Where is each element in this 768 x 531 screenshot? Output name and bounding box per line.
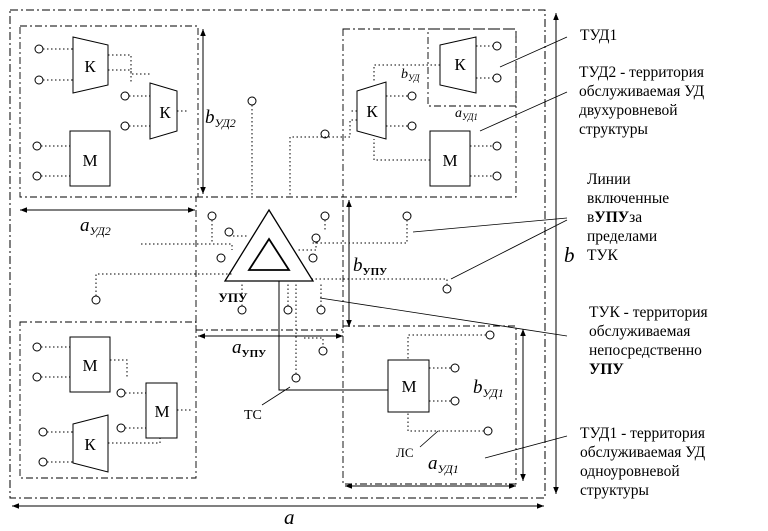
k-label-mid-right: К <box>366 102 378 121</box>
dim-label-a-total: a <box>284 505 295 529</box>
ts-leader <box>261 386 291 406</box>
note-tud2-line4: структуры <box>579 121 648 138</box>
switch-m-bottom-left-2 <box>145 382 178 439</box>
note-lines-line1: Линии <box>587 171 631 188</box>
concentrator-k-mid-right <box>356 81 387 140</box>
note-tud1-bottom: ТУД1 - территория обслуживаемая УД одноу… <box>580 424 705 500</box>
note-lines-line4: пределами <box>587 228 658 245</box>
dim-label-b-ud1: bУД1 <box>473 377 504 400</box>
concentrator-k-top-left <box>72 36 109 94</box>
outer-territory-border <box>9 9 546 499</box>
note-tuk: ТУК - территория обслуживаемая непосредс… <box>589 303 708 379</box>
ts-label: ТС <box>244 408 262 423</box>
note-leaders <box>319 36 568 459</box>
ls-label: ЛС <box>396 445 414 460</box>
note-lines-line3: вУПУза <box>587 208 669 227</box>
m-label-bottom-left-1: М <box>82 356 97 375</box>
tud2-left-border <box>19 25 199 198</box>
note-tud2-line2: обслуживаемая УД <box>579 83 705 100</box>
ls-leader <box>419 430 439 448</box>
tud1-bottom-right-group <box>387 330 495 436</box>
note-tud1b-line2: обслуживаемая УД <box>580 444 706 461</box>
m-label-top-left: М <box>82 151 97 170</box>
k-label-top-left: К <box>84 57 96 76</box>
tud2-right-group <box>247 36 502 197</box>
note-tud2: ТУД2 - территория обслуживаемая УД двуху… <box>579 63 704 139</box>
switch-m-top-right <box>429 130 471 187</box>
dim-label-b-ud2: bУД2 <box>205 107 236 130</box>
dim-label-a-ud1-small: aУД1 <box>455 106 478 122</box>
switch-m-bottom-right <box>387 359 430 413</box>
note-lines-line2: включенные <box>587 190 670 207</box>
k-label-top-right: К <box>454 55 466 74</box>
switch-m-top-left <box>69 130 111 187</box>
note-lines-prefix: в <box>587 209 595 226</box>
note-tuk-line3: непосредственно <box>589 342 702 359</box>
note-tuk-line2: обслуживаемая <box>589 323 691 340</box>
m-label-top-right: М <box>442 151 457 170</box>
k-label-mid-left: К <box>159 103 171 122</box>
tuk-group <box>91 208 452 391</box>
k-label-bottom-left: К <box>84 435 96 454</box>
m-label-bottom-left-2: М <box>154 402 169 421</box>
tud1-bottom-right-border <box>342 325 517 485</box>
concentrator-k-bottom-left <box>72 414 109 473</box>
switch-m-bottom-left-1 <box>69 336 111 393</box>
upu-outer-triangle <box>223 208 315 282</box>
note-tud2-line3: двухуровневой <box>579 102 678 119</box>
trunk-line-ts <box>278 281 388 391</box>
note-tud1b-line3: одноуровневой <box>580 463 680 480</box>
dim-label-a-ud2: aУД2 <box>80 215 111 238</box>
note-lines-upu: УПУ <box>594 209 630 226</box>
dim-label-b-upu: bУПУ <box>353 255 387 278</box>
tuk-border <box>195 196 344 331</box>
dim-label-b-ud-small: bУД <box>401 67 421 83</box>
note-tuk-upu: УПУ <box>589 361 624 378</box>
note-tud2-line1: ТУД2 - территория <box>579 64 705 81</box>
note-lines-suffix: за <box>629 209 643 226</box>
m-label-bottom-right: М <box>401 377 416 396</box>
tud1-inner-border <box>427 28 517 107</box>
note-tuk-line1: ТУК - территория <box>589 304 708 321</box>
note-tuk-line4: УПУ <box>589 360 708 379</box>
note-lines-line5: ТУК <box>587 247 618 264</box>
tud2-left-group <box>32 36 187 187</box>
dim-label-a-ud1: aУД1 <box>428 453 459 476</box>
upu-inner-triangle <box>247 237 291 271</box>
tud-bottom-left-group <box>32 336 192 473</box>
note-tud1b-line1: ТУД1 - территория <box>580 425 706 442</box>
upu-label: УПУ <box>218 290 248 305</box>
note-lines: Линии включенные вУПУза пределами ТУК <box>587 170 669 265</box>
dim-label-b-total: b <box>564 243 575 267</box>
note-tud1b-line4: структуры <box>580 482 649 499</box>
note-tud1: ТУД1 <box>580 27 618 44</box>
concentrator-k-top-right <box>439 36 477 94</box>
dimension-lines <box>12 13 559 509</box>
dim-label-a-upu: aУПУ <box>232 337 266 360</box>
concentrator-k-mid-left <box>149 82 178 140</box>
tud-bottom-left-border <box>19 321 197 479</box>
